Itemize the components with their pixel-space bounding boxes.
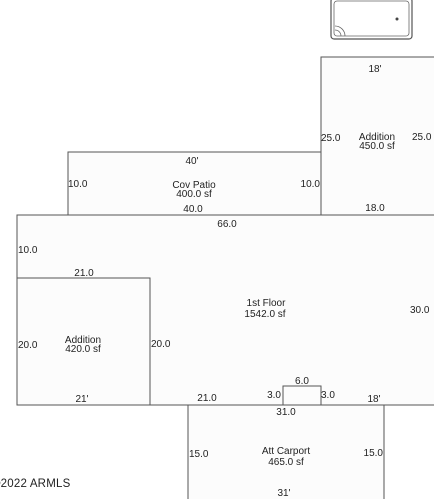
addition-top-right-dim: 25.0 bbox=[412, 132, 432, 143]
carport-top-dim: 31.0 bbox=[276, 407, 296, 418]
first-floor-top-dim: 66.0 bbox=[217, 219, 237, 230]
cov-patio-left-dim: 10.0 bbox=[68, 179, 88, 190]
addition-top-bottom-dim: 18.0 bbox=[365, 203, 385, 214]
addition-left-left-dim: 20.0 bbox=[18, 340, 38, 351]
carport-area: 465.0 sf bbox=[268, 457, 304, 468]
addition-top-top-dim: 18' bbox=[368, 64, 381, 75]
cov-patio-top-dim: 40' bbox=[185, 156, 198, 167]
addition-top-name: Addition bbox=[359, 132, 395, 143]
first-floor-bottom-left-dim: 21' bbox=[75, 394, 88, 405]
room-addition-top bbox=[320, 56, 434, 216]
cov-patio-bottom-dim: 40.0 bbox=[183, 204, 203, 215]
first-floor-name: 1st Floor bbox=[247, 298, 287, 309]
addition-left-top-dim: 21.0 bbox=[74, 268, 94, 279]
addition-top-left-dim: 25.0 bbox=[321, 133, 341, 144]
first-floor-area: 1542.0 sf bbox=[244, 309, 285, 320]
carport-left-dim: 15.0 bbox=[189, 449, 209, 460]
first-floor-bottom-right-dim: 18' bbox=[367, 394, 380, 405]
addition-top-area: 450.0 sf bbox=[359, 141, 395, 152]
first-floor-bottom-mid-dim: 21.0 bbox=[197, 393, 217, 404]
room-att-carport bbox=[187, 404, 385, 499]
addition-left-area: 420.0 sf bbox=[65, 344, 101, 355]
addition-left-name: Addition bbox=[65, 335, 101, 346]
addition-left-right-dim: 20.0 bbox=[151, 339, 171, 350]
cov-patio-name: Cov Patio bbox=[172, 180, 216, 191]
room-addition-left bbox=[16, 277, 151, 406]
cov-patio-right-dim: 10.0 bbox=[301, 179, 321, 190]
carport-right-dim: 15.0 bbox=[364, 448, 384, 459]
bump-out bbox=[282, 385, 322, 406]
bump-top-dim: 6.0 bbox=[295, 376, 309, 387]
bump-right-dim: 3.0 bbox=[321, 390, 335, 401]
copyright-text: ©2022 ARMLS bbox=[0, 478, 71, 490]
carport-name: Att Carport bbox=[262, 446, 311, 457]
first-floor-left-dim: 10.0 bbox=[18, 245, 38, 256]
cov-patio-area: 400.0 sf bbox=[176, 189, 212, 200]
carport-bottom-dim: 31' bbox=[277, 488, 290, 499]
bump-left-dim: 3.0 bbox=[267, 390, 281, 401]
first-floor-right-dim: 30.0 bbox=[410, 305, 430, 316]
pool-icon bbox=[330, 0, 413, 40]
